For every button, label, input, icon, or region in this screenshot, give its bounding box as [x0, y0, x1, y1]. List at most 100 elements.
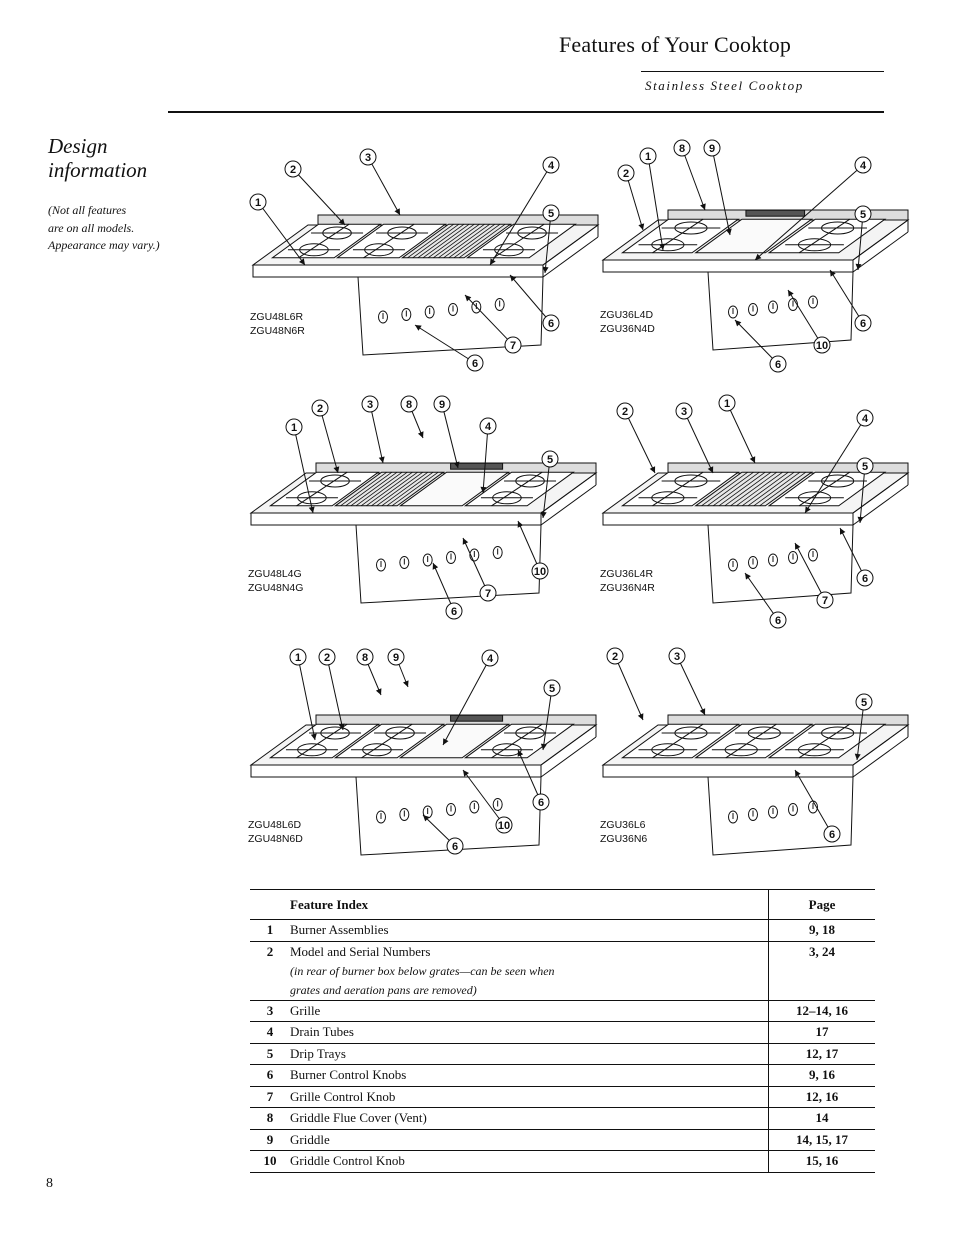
arrowhead-icon	[795, 543, 801, 550]
leader-line	[829, 269, 864, 324]
callout-badge	[445, 602, 463, 620]
arrowhead-icon	[794, 769, 801, 777]
callout-number: 5	[547, 454, 553, 466]
arrowhead-icon	[338, 218, 345, 225]
control-panel	[355, 524, 542, 604]
feature-name: Grille	[290, 1000, 769, 1022]
callout-badge	[668, 647, 686, 665]
griddle-flue-cover	[450, 462, 504, 470]
callout-badge	[854, 205, 872, 223]
callout-number: 6	[538, 797, 544, 809]
callout-number: 3	[681, 406, 687, 418]
arrowhead-icon	[857, 516, 864, 523]
callout-badge	[361, 395, 379, 413]
callout-number: 7	[822, 595, 828, 607]
feature-name: Model and Serial Numbers	[290, 943, 431, 959]
cooktop-drawing	[249, 462, 598, 604]
cooktop-drawing	[601, 209, 910, 351]
feature-page: 14	[768, 1107, 875, 1130]
callout-badge	[446, 837, 464, 855]
leader-line	[683, 410, 714, 474]
arrowhead-icon	[299, 258, 305, 265]
table-row: 9 Griddle 14, 15, 17	[250, 1129, 875, 1151]
callout-number: 5	[861, 697, 867, 709]
arrowhead-icon	[637, 713, 644, 720]
arrowhead-icon	[517, 750, 524, 757]
leader-line	[804, 417, 866, 514]
callout-number: 3	[674, 651, 680, 663]
table-header-feature: Feature Index	[290, 889, 769, 920]
leader-line	[857, 213, 864, 271]
callout-badge	[479, 584, 497, 602]
leader-line	[482, 425, 489, 494]
model-number: ZGU36L6	[600, 819, 646, 831]
callout-number: 10	[816, 340, 828, 352]
backguard	[667, 714, 909, 726]
leader-line	[856, 701, 865, 761]
model-number: ZGU48L6D	[248, 819, 302, 831]
callout-badge	[675, 402, 693, 420]
callout-number: 6	[829, 829, 835, 841]
callout-badge	[769, 355, 787, 373]
model-label: ZGU48L4G ZGU48N4G	[248, 568, 303, 595]
callout-number: 9	[393, 652, 399, 664]
leader-line	[509, 274, 552, 324]
leader-line	[794, 542, 826, 601]
callout-number: 6	[860, 318, 866, 330]
callout-badge	[542, 156, 560, 174]
model-label: ZGU36L6 ZGU36N6	[600, 819, 647, 846]
arrowhead-icon	[375, 688, 382, 695]
front-edge	[250, 764, 542, 778]
leader-line	[542, 458, 551, 519]
callout-number: 1	[291, 422, 297, 434]
callout-badge	[616, 402, 634, 420]
control-panel	[355, 776, 542, 856]
feature-name-cell: Model and Serial Numbers (in rear of bur…	[290, 941, 769, 1001]
feature-page: 9, 16	[768, 1064, 875, 1087]
callout-badge	[639, 147, 657, 165]
feature-page: 12–14, 16	[768, 1000, 875, 1022]
feature-number: 4	[250, 1021, 290, 1044]
model-number: ZGU48N6R	[250, 324, 305, 337]
arrowhead-icon	[707, 466, 714, 473]
arrowhead-icon	[540, 743, 547, 750]
arrowhead-icon	[333, 466, 340, 473]
feature-page: 3, 24	[768, 941, 875, 1001]
callout-badge	[318, 648, 336, 666]
callout-number: 8	[362, 652, 368, 664]
leader-line	[369, 403, 384, 464]
section-heading-line-1: Design	[48, 134, 108, 158]
arrowhead-icon	[480, 486, 487, 493]
control-panel	[707, 776, 854, 856]
feature-page: 12, 16	[768, 1086, 875, 1108]
page-subtitle: Stainless Steel Cooktop	[645, 78, 804, 93]
leader-line	[754, 164, 864, 261]
section-note: (Not all features are on all models. App…	[48, 202, 218, 255]
callout-badge	[856, 457, 874, 475]
table-row: 1 Burner Assemblies 9, 18	[250, 919, 875, 942]
callout-number: 6	[862, 573, 868, 585]
callout-badge	[816, 591, 834, 609]
leader-line	[293, 426, 314, 514]
arrowhead-icon	[649, 466, 656, 473]
feature-number: 6	[250, 1064, 290, 1087]
leader-line	[542, 687, 553, 751]
table-row: 4 Drain Tubes 17	[250, 1021, 875, 1044]
callout-number: 6	[548, 318, 554, 330]
arrowhead-icon	[788, 290, 794, 297]
leader-line	[292, 168, 346, 226]
arrowhead-icon	[735, 320, 742, 327]
arrowhead-icon	[700, 203, 706, 210]
callout-badge	[387, 648, 405, 666]
model-label: ZGU48L6R ZGU48N6R	[250, 311, 305, 338]
control-panel	[707, 271, 854, 351]
arrowhead-icon	[308, 506, 315, 513]
callout-number: 2	[324, 652, 330, 664]
